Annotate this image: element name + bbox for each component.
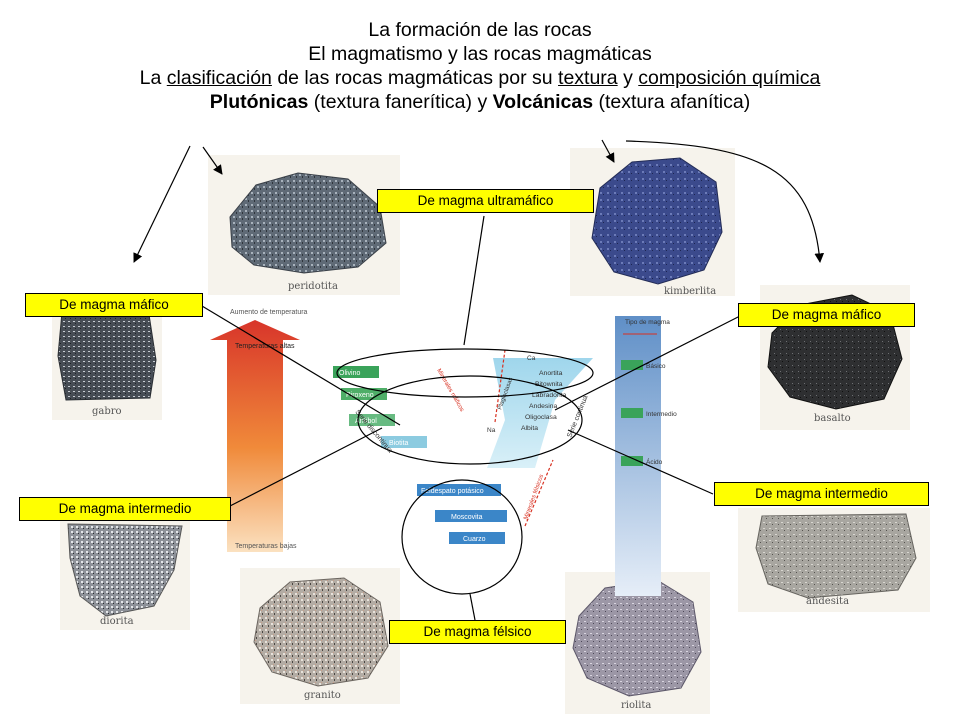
minerales-felsicos-label: Minerales félsicos [523,474,545,521]
minerales-maficos-label: Minerales máficos [435,368,464,413]
rock-kimberlita-shape [591,157,723,285]
rock-caption: basalto [814,413,851,424]
bowen-series-graphic: Aumento de temperatura Temperaturas alta… [210,309,677,596]
svg-text:Cuarzo: Cuarzo [463,536,486,543]
rock-gabro-shape [57,307,157,401]
rock-caption: granito [304,690,341,701]
rock-granito-shape [253,577,389,687]
rock-caption: peridotita [288,281,338,292]
svg-text:Albita: Albita [521,425,538,432]
title-line-2: El magmatismo y las rocas magmáticas [308,43,652,65]
label-intermedio-left: De magma intermedio [19,497,231,521]
title-line-1: La formación de las rocas [368,19,592,41]
rock-photo-riolita: riolita [565,572,710,714]
mineral-cuarzo: Cuarzo [449,532,505,544]
na-label: Na [487,427,496,434]
title-text: La [139,67,167,89]
rock-caption: gabro [92,406,122,417]
temp-header: Aumento de temperatura [230,309,308,316]
svg-text:Piroxeno: Piroxeno [346,392,374,399]
title-line-3: La clasificación de las rocas magmáticas… [0,66,960,90]
label-mafico-left: De magma máfico [25,293,203,317]
svg-text:Intermedio: Intermedio [646,411,677,418]
bowen-series-figure: Aumento de temperatura Temperaturas alta… [205,300,725,720]
title-text: y [617,67,639,89]
ca-label: Ca [527,355,536,362]
temp-high-label: Temperaturas altas [235,343,295,350]
magma-type-intermedio: Intermedio [621,408,677,418]
rock-photo-gabro: gabro [52,300,162,420]
rock-peridotita-shape [229,172,387,274]
mineral-piroxeno: Piroxeno [341,388,387,400]
rock-photo-kimberlita: kimberlita [570,148,735,297]
svg-text:Anortita: Anortita [539,370,563,377]
rock-caption: kimberlita [664,286,717,297]
rock-andesita-shape [755,513,917,599]
title-line-4: Plutónicas (textura fanerítica) y Volcán… [0,90,960,114]
svg-text:Ácido: Ácido [646,457,663,466]
svg-text:Moscovita: Moscovita [451,514,483,521]
serie-continua-label: Serie continua [566,395,589,439]
mineral-feldespato: Feldespato potásico [417,484,501,496]
tipo-magma-header: Tipo de magma [625,319,670,326]
title-underlined-word: textura [558,67,618,89]
title-bold-word: Plutónicas [209,91,309,113]
page-title: La formación de las rocas El magmatismo … [0,18,960,114]
rock-caption: diorita [100,616,134,627]
title-text: (textura afanítica) [593,91,751,113]
svg-text:Labradorita: Labradorita [532,392,567,399]
label-mafico-right: De magma máfico [738,303,915,327]
title-text: de las rocas magmáticas por su [271,67,559,89]
svg-text:Olivino: Olivino [339,370,361,377]
mineral-olivino: Olivino [333,366,379,378]
mineral-moscovita: Moscovita [435,510,507,522]
rock-photo-andesita: andesita [738,508,930,612]
rock-photo-peridotita: peridotita [208,155,400,295]
rock-diorita-shape [67,523,183,617]
svg-text:Biotita: Biotita [389,440,409,447]
rock-photo-granito: granito [240,568,400,704]
temp-low-label: Temperaturas bajas [235,543,297,550]
rock-photo-diorita: diorita [60,520,190,630]
svg-text:Bitownita: Bitownita [535,381,563,388]
title-underlined-word: composición química [638,67,821,89]
title-bold-word: Volcánicas [492,91,594,113]
title-underlined-word: clasificación [166,67,272,89]
svg-text:Feldespato potásico: Feldespato potásico [421,488,484,495]
arrow-to-gabro [133,145,191,263]
rock-caption: andesita [806,596,850,607]
label-intermedio-right: De magma intermedio [714,482,929,506]
svg-text:Básico: Básico [646,363,666,370]
felsic-red-arrow [524,459,554,527]
title-text: (textura fanerítica) y [308,91,493,113]
svg-text:Oligoclasa: Oligoclasa [525,414,557,421]
svg-text:Andesina: Andesina [529,403,558,410]
label-ultramafico: De magma ultramáfico [377,189,594,213]
rock-caption: riolita [621,700,652,711]
label-felsico: De magma félsico [389,620,566,644]
